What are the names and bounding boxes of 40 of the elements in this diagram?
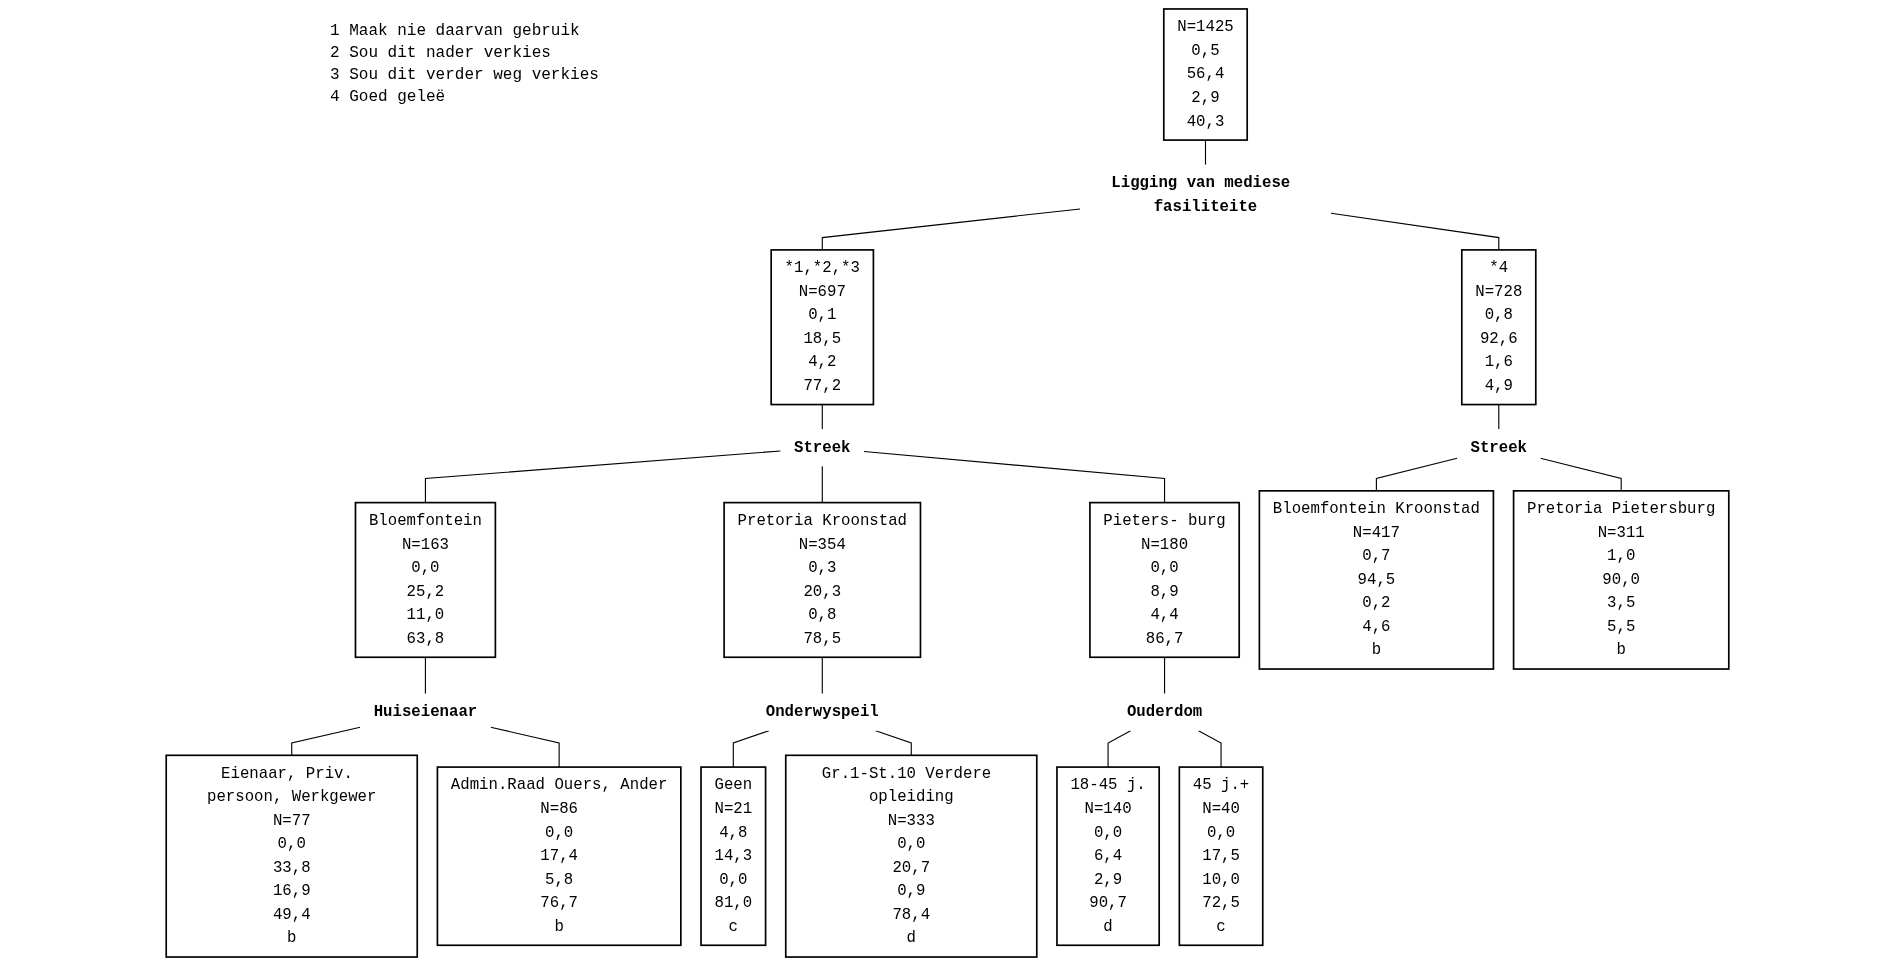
- node-box: Eienaar, Priv. persoon, Werkgewer N=77 0,0 33,8 16,9 49,4 b: [165, 754, 419, 958]
- node-text: Onderwyspeil: [765, 702, 879, 721]
- connector: [821, 404, 823, 430]
- connector: [1498, 404, 1500, 430]
- legend-note: 1 Maak nie daarvan gebruik: [330, 21, 581, 42]
- connector: [1164, 656, 1166, 695]
- connector: [1375, 457, 1458, 492]
- legend-note: 2 Sou dit nader verkies: [330, 43, 552, 64]
- node-box: Bloemfontein Kroonstad N=417 0,7 94,5 0,2 4,6 b: [1258, 490, 1495, 670]
- connector: [424, 450, 782, 504]
- node-text: Streek: [1470, 438, 1528, 457]
- node-box: N=1425 0,5 56,4 2,9 40,3: [1162, 8, 1249, 141]
- connector: [1330, 212, 1500, 251]
- connector: [863, 450, 1166, 504]
- node-box: 18-45 j. N=140 0,0 6,4 2,9 90,7 d: [1056, 766, 1160, 947]
- connector: [821, 656, 823, 695]
- connector: [291, 726, 361, 756]
- node-text: Ligging van mediese fasiliteite: [1111, 173, 1291, 216]
- node-box: Bloemfontein N=163 0,0 25,2 11,0 63,8: [354, 501, 497, 659]
- connector: [821, 465, 823, 504]
- connector: [424, 656, 426, 695]
- node-text: Streek: [794, 438, 851, 457]
- node-box: *1,*2,*3 N=697 0,1 18,5 4,2 77,2: [770, 249, 875, 406]
- legend-note: 4 Goed geleë: [330, 87, 447, 108]
- node-text: Huiseienaar: [373, 702, 478, 721]
- node-box: Pretoria Pietersburg N=311 1,0 90,0 3,5 5,5 b: [1512, 490, 1730, 670]
- node-box: Admin.Raad Ouers, Ander N=86 0,0 17,4 5,8 76,7 b: [436, 766, 682, 947]
- connector: [1204, 139, 1207, 166]
- legend-note: 3 Sou dit verder weg verkies: [330, 65, 599, 86]
- node-box: Gr.1-St.10 Verdere opleiding N=333 0,0 20,7 0,9 78,4 d: [784, 754, 1038, 958]
- node-box: Pieters- burg N=180 0,0 8,9 4,4 86,7: [1089, 501, 1241, 659]
- connector: [875, 730, 912, 756]
- node-box: *4 N=728 0,8 92,6 1,6 4,9: [1460, 249, 1537, 406]
- connector: [490, 726, 560, 768]
- connector: [1539, 457, 1622, 492]
- node-box: Pretoria Kroonstad N=354 0,3 20,3 0,8 78,5: [723, 501, 922, 659]
- connector: [821, 208, 1081, 251]
- node-box: 45 j.+ N=40 0,0 17,5 10,0 72,5 c: [1178, 766, 1264, 947]
- node-box: Geen N=21 4,8 14,3 0,0 81,0 c: [700, 766, 767, 947]
- node-text: Ouderdom: [1126, 702, 1203, 721]
